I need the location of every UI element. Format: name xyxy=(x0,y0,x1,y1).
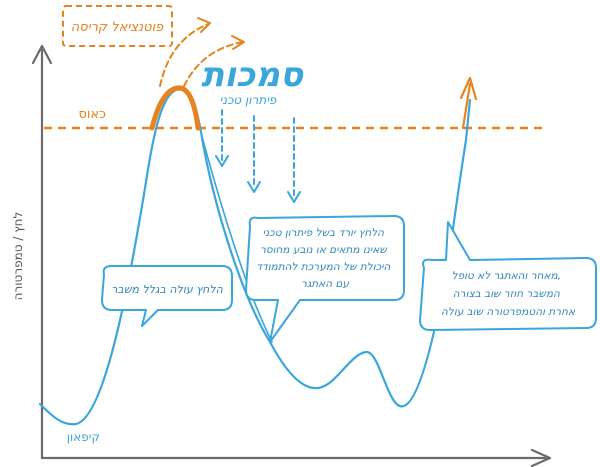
tech-solution-arrows xyxy=(215,109,301,203)
bubble-crisis-shape xyxy=(101,265,233,327)
crisis-potential-box xyxy=(62,5,173,47)
curve-rising-arrowhead xyxy=(459,76,478,101)
y-axis-label: לחץ / טמפרטורה xyxy=(11,212,25,301)
bubble-return-line-2: המשבר חוזר שוב בצורה xyxy=(453,288,560,300)
bubble-return-line-1: מאחר והאתגר לא טופל, xyxy=(452,270,561,282)
bubble-return-text: מאחר והאתגר לא טופל, המשבר חוזר שוב בצור… xyxy=(441,270,576,318)
bubble-return-line-3: אחרת והטמפרטורה שוב עולה xyxy=(441,306,576,318)
crisis-arrowhead-2 xyxy=(231,35,245,50)
crisis-potential-arrows xyxy=(159,23,243,87)
x-axis-arrowhead xyxy=(530,448,552,467)
curve-orange-tail xyxy=(461,82,472,130)
chaos-label: כאוס xyxy=(78,107,106,122)
crisis-potential-label: פוטנציאל קריסה xyxy=(71,20,164,35)
bubble-drop-line-4: עם האתגר xyxy=(301,278,349,290)
bubble-return-shape xyxy=(419,221,597,331)
axes xyxy=(31,44,552,467)
authority-label: סמכות xyxy=(201,55,305,95)
bubble-crisis-text: הלחץ עולה בגלל משבר xyxy=(111,283,223,296)
y-axis-arrowhead xyxy=(31,44,53,65)
peak-over-chaos xyxy=(149,85,201,131)
freeze-label: קיפאון xyxy=(67,430,100,444)
bubble-drop-shape xyxy=(245,215,405,343)
curve-sketch-stroke xyxy=(202,139,273,343)
crisis-arrowhead-1 xyxy=(197,17,211,33)
bubble-drop-line-1: הלחץ יורד בשל פיתרון טכני xyxy=(263,227,385,239)
bubble-drop-text: הלחץ יורד בשל פיתרון טכני שאינו מתאים או… xyxy=(256,227,393,290)
bubble-drop-line-2: שאינו מתאים או נובע מחוסר xyxy=(260,244,388,256)
bubble-drop-line-3: היכולת של המערכת להתמודד xyxy=(256,261,390,273)
tech-solution-label: פיתרון טכני xyxy=(220,93,277,107)
